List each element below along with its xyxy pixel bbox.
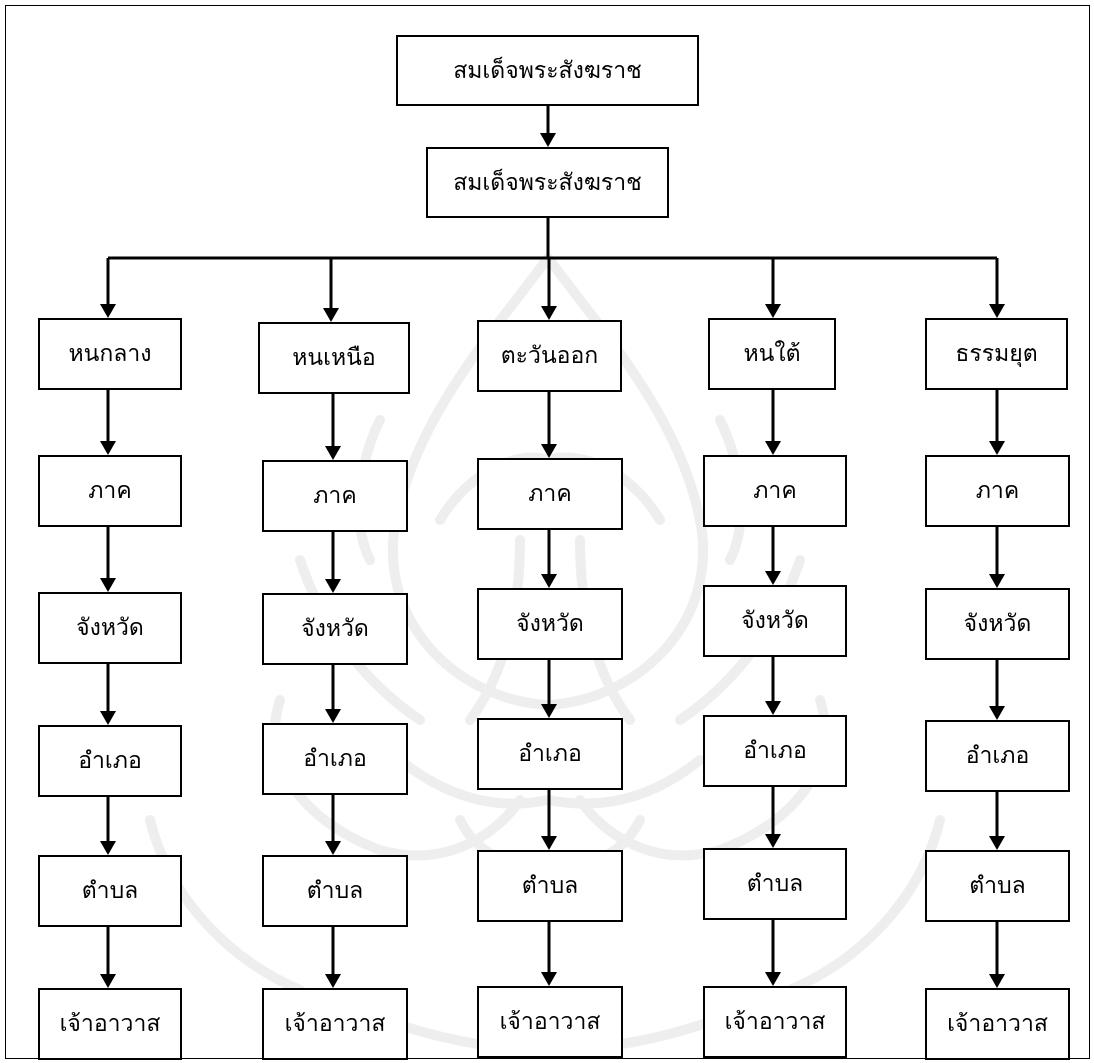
- branch-central-level-region: ภาค: [38, 455, 182, 527]
- arrowhead-icon: [765, 441, 781, 455]
- branch-dhammayut-level-province: จังหวัด: [925, 588, 1070, 660]
- branch-south-level-subdistrict: ตำบล: [703, 848, 847, 920]
- branch-south-level-province: จังหวัด: [703, 585, 847, 657]
- branch-dhammayut-level-region: ภาค: [925, 455, 1070, 527]
- arrowhead-icon: [100, 974, 116, 988]
- branch-east-level-region: ภาค: [477, 458, 623, 530]
- node-supreme-patriarch: สมเด็จพระสังฆราช: [396, 35, 699, 106]
- arrowhead-icon: [541, 444, 557, 458]
- branch-north-level-abbot: เจ้าอาวาส: [262, 988, 408, 1060]
- arrowhead-icon: [765, 834, 781, 848]
- arrowhead-icon: [989, 974, 1005, 988]
- arrowhead-icon: [541, 574, 557, 588]
- arrowhead-icon: [100, 711, 116, 725]
- page-frame: [5, 5, 1090, 1059]
- arrowhead-icon: [323, 308, 339, 322]
- branch-south-head: หนใต้: [708, 318, 836, 390]
- arrowhead-icon: [100, 441, 116, 455]
- arrowhead-icon: [100, 578, 116, 592]
- arrowhead-icon: [100, 841, 116, 855]
- branch-east-level-abbot: เจ้าอาวาส: [477, 986, 623, 1058]
- arrowhead-icon: [325, 974, 341, 988]
- arrowhead-icon: [325, 446, 341, 460]
- branch-south-level-district: อำเภอ: [703, 715, 847, 787]
- branch-east-level-district: อำเภอ: [477, 718, 623, 790]
- branch-north-level-province: จังหวัด: [262, 593, 408, 665]
- arrowhead-icon: [100, 304, 116, 318]
- branch-east-level-province: จังหวัด: [477, 588, 623, 660]
- branch-central-level-district: อำเภอ: [38, 725, 182, 797]
- arrowhead-icon: [765, 972, 781, 986]
- arrowhead-icon: [989, 574, 1005, 588]
- branch-east-head: ตะวันออก: [477, 320, 622, 392]
- arrowhead-icon: [541, 704, 557, 718]
- branch-dhammayut-level-abbot: เจ้าอาวาส: [925, 988, 1070, 1060]
- arrowhead-icon: [765, 571, 781, 585]
- arrowhead-icon: [765, 701, 781, 715]
- arrowhead-icon: [541, 972, 557, 986]
- arrowhead-icon: [325, 579, 341, 593]
- branch-north-head: หนเหนือ: [258, 322, 410, 394]
- branch-south-level-region: ภาค: [703, 455, 847, 527]
- arrowhead-icon: [540, 133, 556, 147]
- arrowhead-icon: [325, 841, 341, 855]
- arrowhead-icon: [541, 836, 557, 850]
- branch-dhammayut-level-subdistrict: ตำบล: [925, 850, 1070, 922]
- branch-central-level-subdistrict: ตำบล: [38, 855, 182, 927]
- arrowhead-icon: [989, 706, 1005, 720]
- branch-north-level-region: ภาค: [262, 460, 408, 532]
- branch-north-level-district: อำเภอ: [262, 723, 408, 795]
- arrowhead-icon: [989, 836, 1005, 850]
- branch-south-level-abbot: เจ้าอาวาส: [703, 986, 847, 1058]
- branch-dhammayut-level-district: อำเภอ: [925, 720, 1070, 792]
- arrowhead-icon: [541, 306, 557, 320]
- arrowhead-icon: [325, 709, 341, 723]
- branch-east-level-subdistrict: ตำบล: [477, 850, 623, 922]
- arrowhead-icon: [989, 304, 1005, 318]
- branch-central-head: หนกลาง: [38, 318, 182, 390]
- branch-central-level-province: จังหวัด: [38, 592, 182, 664]
- branch-dhammayut-head: ธรรมยุต: [925, 318, 1068, 390]
- arrowhead-icon: [989, 441, 1005, 455]
- arrowhead-icon: [765, 304, 781, 318]
- node-supreme-patriarch-secondary: สมเด็จพระสังฆราช: [426, 147, 669, 218]
- branch-north-level-subdistrict: ตำบล: [262, 855, 408, 927]
- branch-central-level-abbot: เจ้าอาวาส: [38, 988, 182, 1060]
